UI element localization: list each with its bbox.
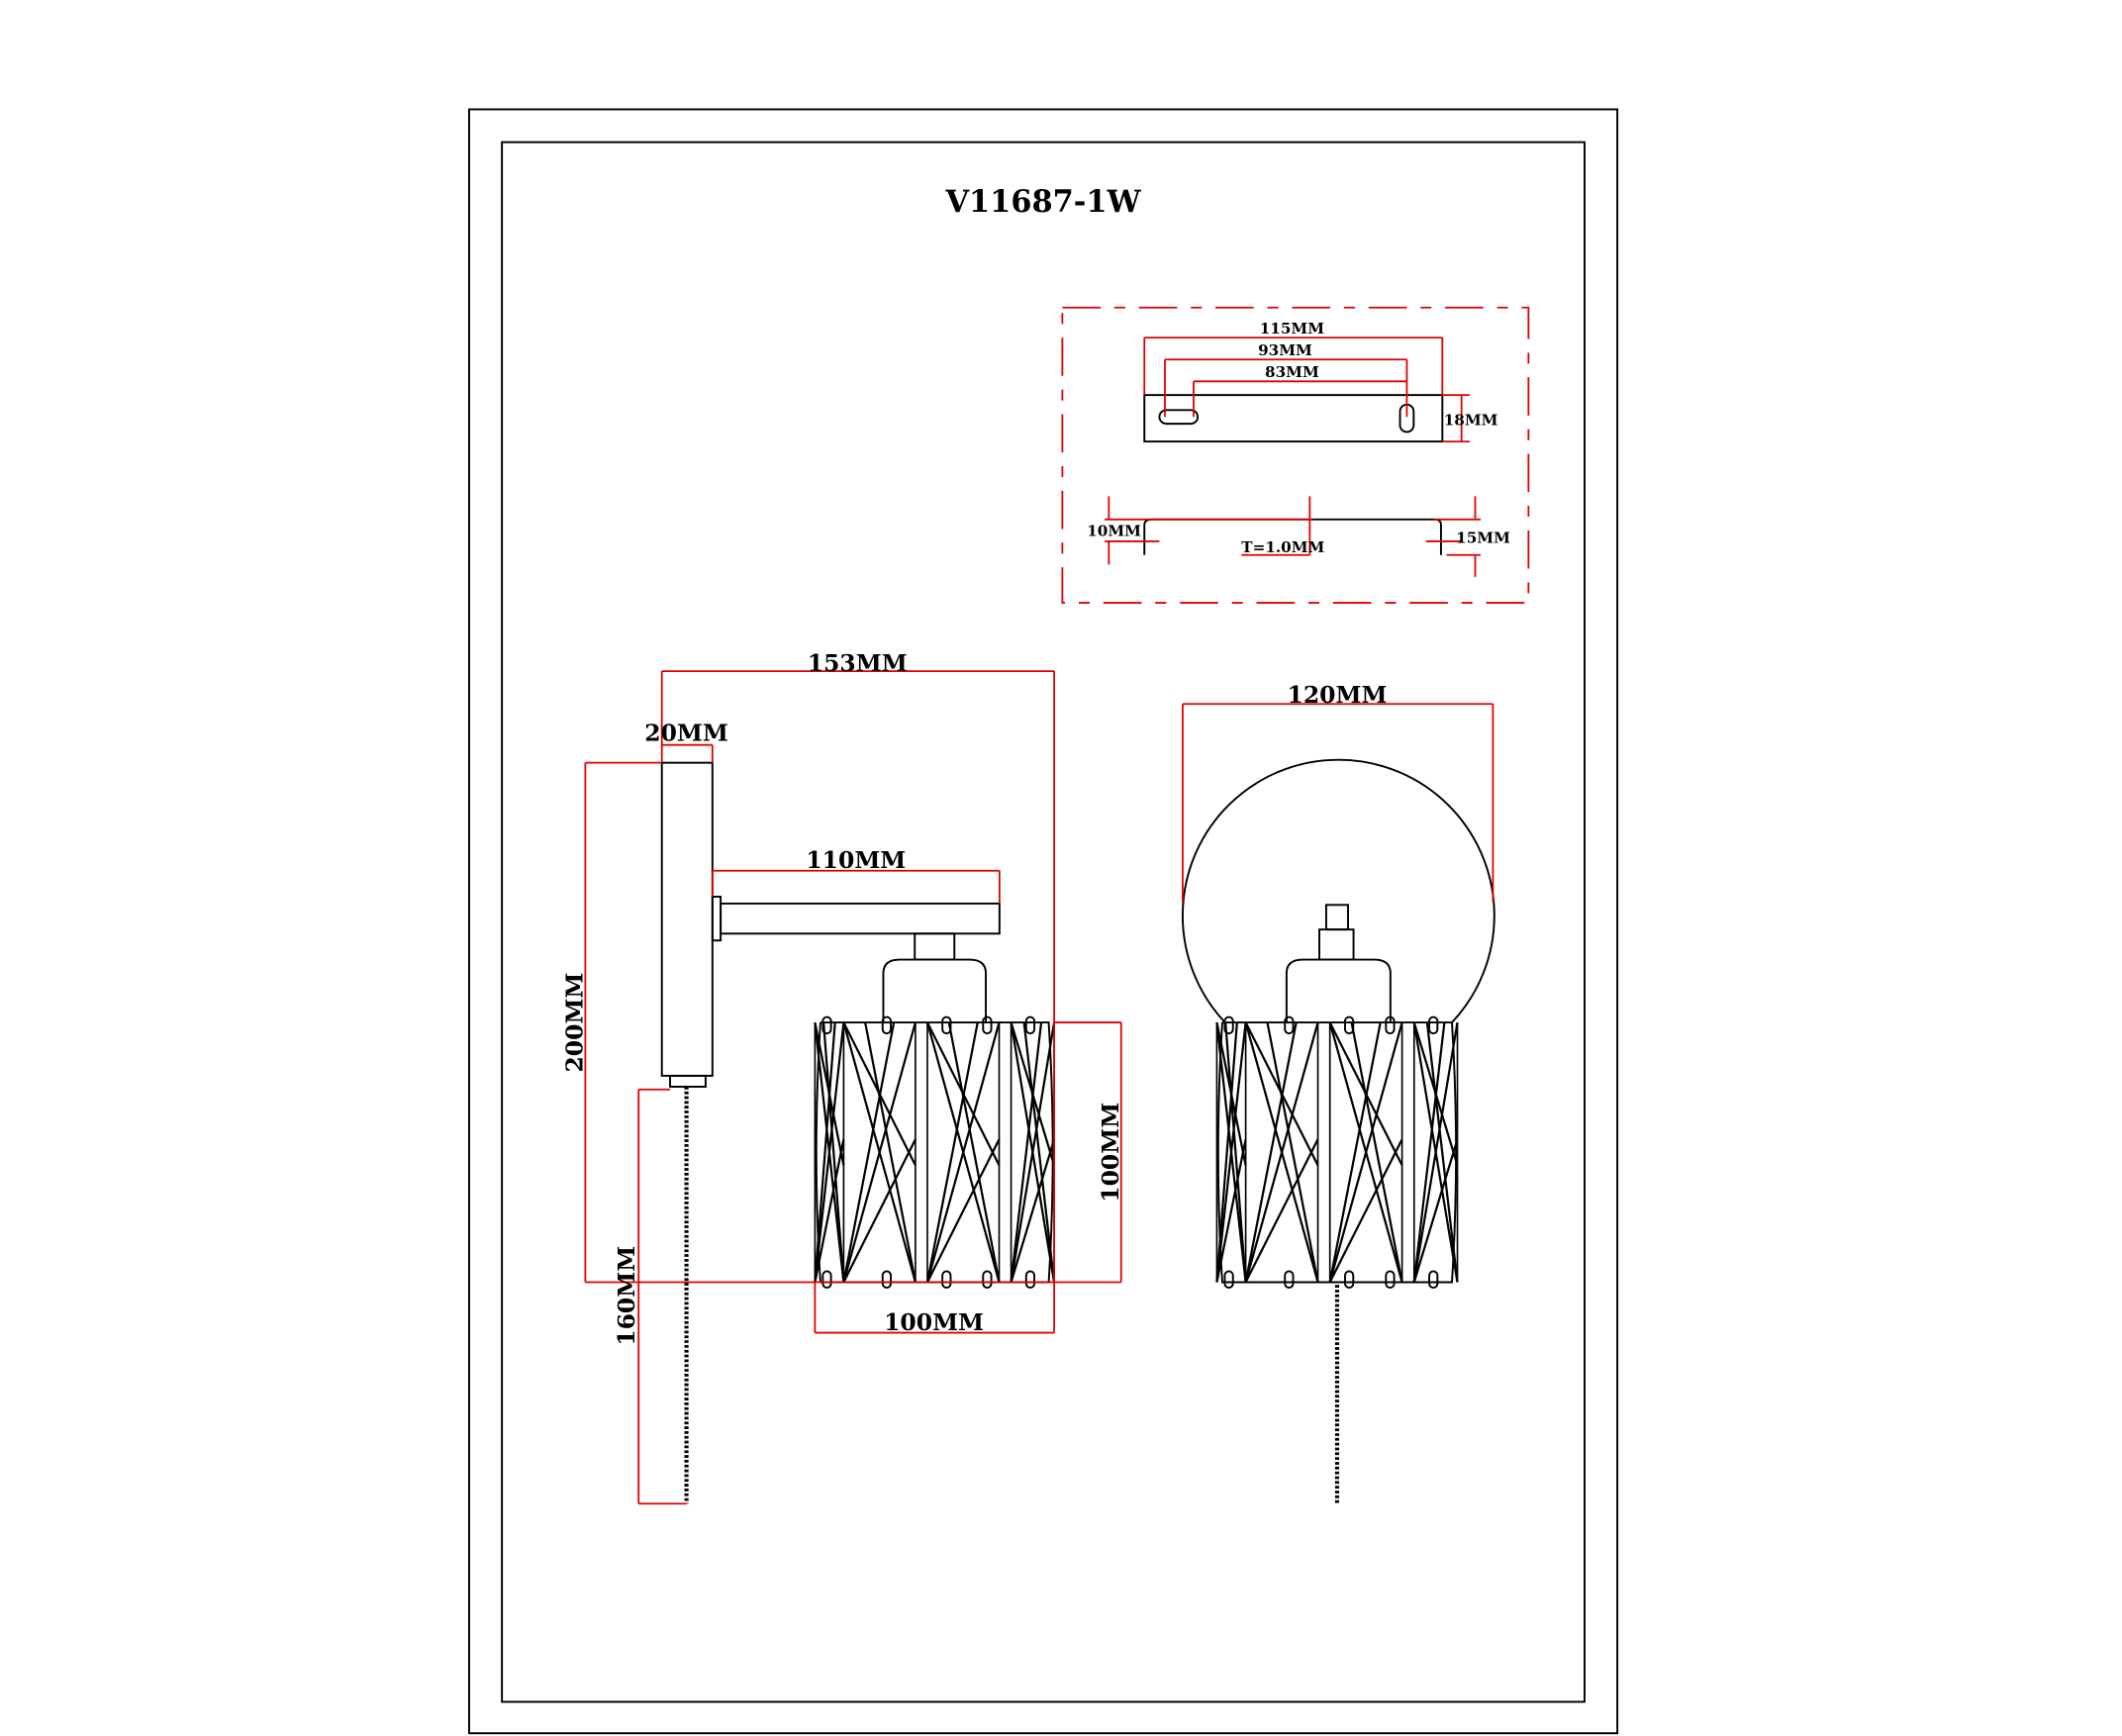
shade-clip <box>1428 1015 1439 1035</box>
bracket-plate <box>1143 394 1444 443</box>
crystal-shade <box>814 1015 1056 1289</box>
front-stem <box>1318 928 1355 961</box>
shade-clip <box>881 1270 893 1289</box>
crystal-shade-front <box>1215 1015 1459 1289</box>
outer-frame <box>468 108 1619 1735</box>
shade-clip <box>1344 1015 1355 1035</box>
shade-clip <box>821 1015 832 1035</box>
shade-clip <box>1428 1270 1439 1289</box>
arm-mount <box>711 896 723 942</box>
crystal-facet <box>925 1021 1001 1283</box>
shade-clip <box>1284 1270 1295 1289</box>
lamp-cap <box>882 958 988 1023</box>
model-title: V11687-1W <box>944 184 1141 220</box>
shade-clip <box>982 1015 993 1035</box>
crystal-facet <box>814 1138 845 1283</box>
wall-backplate <box>660 761 714 1077</box>
shade-clip <box>821 1270 832 1289</box>
arm <box>720 902 1001 935</box>
crystal-facet <box>1266 1021 1319 1283</box>
crystal-facet <box>1224 1021 1247 1283</box>
side-view: 153MM 20MM 110MM 200MM 100MM 100MM 160MM <box>561 649 1124 1505</box>
crystal-facet <box>1328 1021 1403 1283</box>
crystal-facet <box>1010 1138 1056 1283</box>
crystal-facet <box>814 1021 845 1283</box>
crystal-facet <box>1412 1021 1459 1283</box>
dim-15mm: 15MM <box>1456 529 1510 546</box>
crystal-facet <box>822 1021 845 1283</box>
dim-160mm: 160MM <box>613 1246 640 1346</box>
crystal-facet <box>842 1138 916 1283</box>
dim-153mm: 153MM <box>808 649 908 677</box>
shade-clip <box>1385 1015 1396 1035</box>
dim-200mm: 200MM <box>561 973 589 1073</box>
bracket-dimension-lines <box>1105 337 1481 577</box>
crystal-facet <box>1010 1021 1056 1283</box>
switch <box>669 1074 707 1088</box>
shade-clip <box>881 1015 893 1035</box>
shade-clip <box>1024 1270 1036 1289</box>
shade-clip <box>941 1270 952 1289</box>
crystal-facet <box>842 1021 896 1283</box>
shade-outline <box>1216 1021 1458 1284</box>
dim-shade-height: 100MM <box>1097 1103 1124 1203</box>
crystal-facet <box>1022 1021 1056 1283</box>
dim-shade-diameter: 100MM <box>884 1308 984 1336</box>
bracket-detail-border <box>1061 306 1530 604</box>
shade-clip <box>1024 1015 1036 1035</box>
shade-clip <box>941 1015 952 1035</box>
inner-frame <box>501 141 1586 1703</box>
crystal-facet <box>1244 1021 1319 1283</box>
shade-clip <box>1223 1270 1234 1289</box>
front-lamp-cap <box>1285 958 1392 1023</box>
dim-83mm: 83MM <box>1265 363 1319 381</box>
shade-clip <box>1344 1270 1355 1289</box>
crystal-facet <box>1425 1021 1459 1283</box>
crystal-facet <box>925 1021 979 1283</box>
dim-93mm: 93MM <box>1258 341 1312 359</box>
shade-clip <box>1223 1015 1234 1035</box>
crystal-facet <box>814 1021 836 1283</box>
crystal-facet <box>1412 1021 1446 1283</box>
shade-clip <box>1284 1015 1295 1035</box>
crystal-facet <box>1412 1138 1459 1283</box>
shade-clip <box>982 1270 993 1289</box>
bracket-slot-horizontal <box>1158 409 1200 426</box>
finial <box>1324 904 1349 931</box>
dim-115mm: 115MM <box>1260 320 1325 338</box>
shade-clip <box>1385 1270 1396 1289</box>
front-dimension-lines <box>1182 703 1495 903</box>
crystal-facet <box>1328 1138 1403 1283</box>
crystal-facet <box>1350 1021 1403 1283</box>
dim-120mm: 120MM <box>1288 681 1388 709</box>
bracket-detail: 115MM 93MM 83MM 18MM 10MM 15MM T=1.0MM <box>1061 306 1530 604</box>
crystal-facet <box>1215 1138 1247 1283</box>
round-backplate <box>1182 758 1495 1023</box>
crystal-facet <box>1215 1021 1238 1283</box>
dim-18mm: 18MM <box>1444 412 1498 430</box>
dim-thickness: T=1.0MM <box>1241 538 1324 556</box>
crystal-facet <box>926 1138 1001 1283</box>
crystal-facet <box>1010 1021 1043 1283</box>
crystal-facet <box>1215 1021 1247 1283</box>
stem <box>914 932 956 961</box>
dim-20mm: 20MM <box>644 720 728 747</box>
crystal-facet <box>1328 1021 1382 1283</box>
crystal-facet <box>1244 1138 1319 1283</box>
side-dimension-lines <box>584 670 1122 1505</box>
dim-110mm: 110MM <box>806 846 906 874</box>
crystal-facet <box>1244 1021 1298 1283</box>
crystal-facet <box>864 1021 916 1283</box>
front-view: 120MM <box>1182 681 1495 1504</box>
dim-10mm: 10MM <box>1087 522 1141 539</box>
crystal-facet <box>842 1021 916 1283</box>
crystal-facet <box>947 1021 1001 1283</box>
